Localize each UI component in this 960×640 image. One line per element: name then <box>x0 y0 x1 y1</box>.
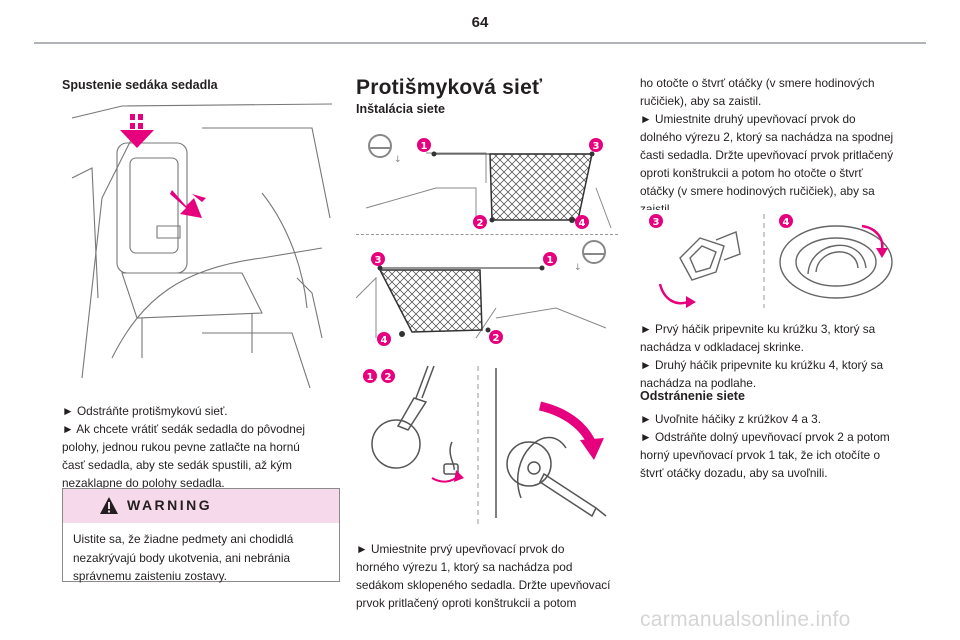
fastener-detail-figure: 1 2 <box>356 358 618 530</box>
instruction-line: nezaklapne do polohy sedadla. <box>62 476 225 490</box>
warning-text: Uistite sa, že žiadne pedmety ani chodid… <box>73 530 331 586</box>
warning-line: nezakrývajú body ukotvenia, ani nebránia <box>73 550 291 565</box>
instruction-line: oproti konštrukcii a potom ho otočte o š… <box>640 166 863 180</box>
fold-arrow-icon <box>170 190 206 218</box>
instruction-line: časti sedadla. Držte upevňovací prvok pr… <box>640 148 894 162</box>
label-3: 3 <box>593 141 600 152</box>
seat-illustration <box>62 98 338 394</box>
warning-box: WARNING Uistite sa, že žiadne pedmety an… <box>62 488 340 583</box>
svg-text:↓: ↓ <box>574 263 582 273</box>
label-3: 3 <box>653 217 660 228</box>
warning-header: WARNING <box>63 489 339 523</box>
warning-line: Uistite sa, že žiadne pedmety ani chodid… <box>73 532 294 546</box>
label-2: 2 <box>493 333 500 344</box>
label-2: 2 <box>477 218 484 229</box>
page-title: Protišmyková sieť <box>356 76 543 99</box>
instruction-line: ► Odstráňte dolný upevňovací prvok 2 a p… <box>640 430 890 444</box>
rotate-arrow-icon <box>538 401 604 460</box>
steering-wheel-icon <box>368 134 392 158</box>
page-number: 64 <box>471 14 489 31</box>
instruction-line: ručičiek), aby sa zaistil. <box>640 94 762 108</box>
hook-instructions: ► Prvý háčik pripevnite ku krúžku 3, kto… <box>640 320 925 392</box>
watermark: carmanualsonline.info <box>640 608 851 631</box>
push-down-arrow-icon <box>120 114 154 148</box>
figure-divider <box>356 234 618 235</box>
removal-instructions: ► Uvoľnite háčiky z krúžkov 4 a 3. ► Ods… <box>640 410 925 482</box>
label-4: 4 <box>783 217 790 228</box>
label-1: 1 <box>547 255 554 266</box>
instruction-line: štvrť otáčky dozadu, aby sa uvoľnili. <box>640 466 828 480</box>
turn-arrow-icon <box>431 470 464 483</box>
svg-text:↓: ↓ <box>394 155 402 165</box>
net-installation-figure-a: ↓ 1 3 2 4 <box>356 128 618 234</box>
instruction-line: ► Ak chcete vrátiť sedák sedadla do pôvo… <box>62 422 306 436</box>
install-continued: ho otočte o štvrť otáčky (v smere hodino… <box>640 74 925 218</box>
instruction-line: polohy, jednou rukou pevne zatlačte na h… <box>62 440 300 454</box>
instruction-line: nachádza na podlahe. <box>640 376 757 390</box>
section-heading-removal: Odstránenie siete <box>640 389 745 403</box>
ring-hooks-figure: 3 4 <box>640 210 902 312</box>
instruction-line: ► Odstráňte protišmykovú sieť. <box>62 404 228 418</box>
instruction-line: ► Uvoľnite háčiky z krúžkov 4 a 3. <box>640 412 821 426</box>
instruction-line: otáčky (v smere hodinových ručičiek), ab… <box>640 184 875 198</box>
instruction-line: ► Prvý háčik pripevnite ku krúžku 3, kto… <box>640 322 876 336</box>
warning-triangle-icon <box>100 497 118 514</box>
instruction-line: ► Umiestnite druhý upevňovací prvok do <box>640 112 856 126</box>
instruction-line: prvok pritlačený oproti konštrukcii a po… <box>356 596 577 610</box>
instruction-line: ► Umiestnite prvý upevňovací prvok do <box>356 542 565 556</box>
section-heading-seat: Spustenie sedáka sedadla <box>62 78 218 92</box>
seat-instructions: ► Odstráňte protišmykovú sieť. ► Ak chce… <box>62 402 342 492</box>
instruction-line: horného výrezu 1, ktorý sa nachádza pod <box>356 560 573 574</box>
instruction-line: dolného výrezu 2, ktorý sa nachádza na s… <box>640 130 894 144</box>
instruction-line: časť sedadla, aby ste sedák spustili, až… <box>62 458 292 472</box>
label-4: 4 <box>579 218 586 229</box>
label-1: 1 <box>367 372 374 383</box>
section-heading-install: Inštalácia siete <box>356 102 445 116</box>
header-divider <box>34 42 926 44</box>
warning-line: správnemu zaisteniu zostavy. <box>73 569 227 583</box>
instruction-line: sedákom sklopeného sedadla. Držte upevňo… <box>356 578 611 592</box>
label-1: 1 <box>421 141 428 152</box>
instruction-line: ho otočte o štvrť otáčky (v smere hodino… <box>640 76 875 90</box>
label-4: 4 <box>381 335 388 346</box>
label-3: 3 <box>375 255 382 266</box>
instruction-line: nachádza v odkladacej skrinke. <box>640 340 804 354</box>
label-2: 2 <box>385 372 392 383</box>
hook-arrow-icon <box>658 224 888 308</box>
warning-label: WARNING <box>127 497 213 513</box>
instruction-line: horný upevňovací prvok 1 tak, že ich oto… <box>640 448 881 462</box>
net-installation-figure-b: ↓ 3 1 4 2 <box>356 238 618 346</box>
steering-wheel-icon <box>582 240 606 264</box>
instruction-line: ► Druhý háčik pripevnite ku krúžku 4, kt… <box>640 358 884 372</box>
install-instructions: ► Umiestnite prvý upevňovací prvok do ho… <box>356 540 626 612</box>
